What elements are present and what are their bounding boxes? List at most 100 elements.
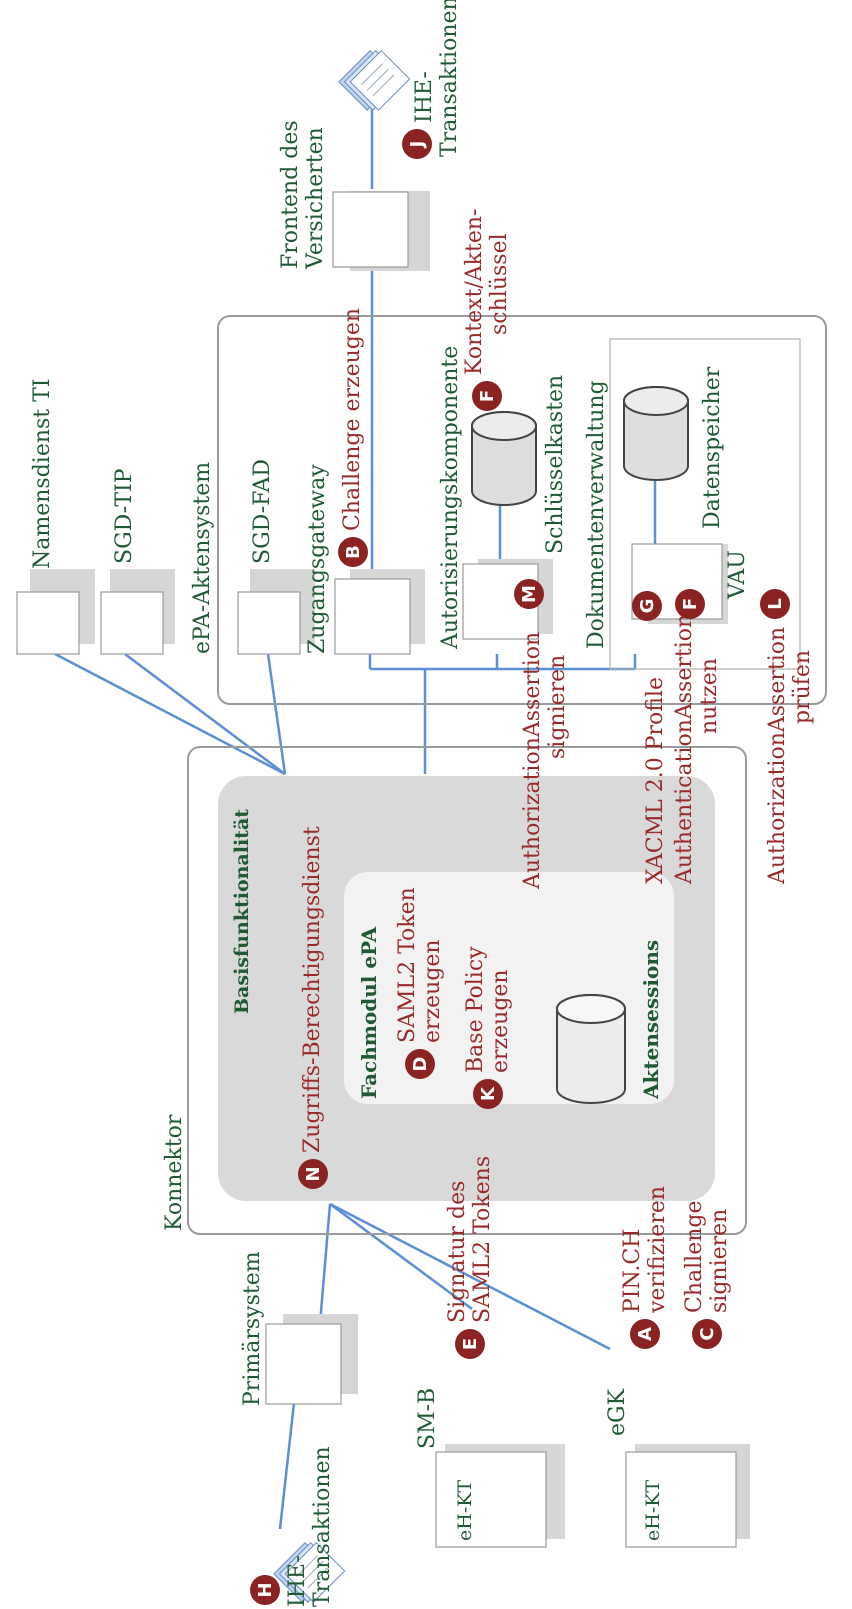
frontend-label: Frontend des Versicherten [278, 120, 329, 269]
smb-box [435, 1444, 565, 1548]
ihe-right-line1: IHE- [412, 71, 437, 123]
step-a-badge: A [630, 1319, 661, 1349]
line-primaer-to-konnektor [318, 1203, 332, 1325]
sgd-tip-box [100, 569, 175, 655]
konnektor-frame [187, 746, 747, 1235]
namensdienst-label: Namensdienst TI [30, 378, 55, 569]
autorisierung-label: Autorisierungskomponente [438, 345, 463, 649]
step-l-text: AuthorizationAssertion prüfen [765, 627, 816, 884]
step-c-line2: signieren [707, 1208, 733, 1313]
step-e-line2: SAML2 Tokens [470, 1155, 496, 1323]
epa-aktensystem-label: ePA-Aktensystem [190, 461, 215, 654]
zugangsgateway-box [334, 569, 425, 655]
primaersystem-label: Primärsystem [240, 1251, 265, 1406]
step-f2-text: AuthenticationAssertion nutzen [672, 614, 723, 884]
step-f1: F Kontext/Akten- schlüssel [462, 209, 513, 411]
step-m-badge: M [514, 579, 544, 609]
step-l-badge: L [760, 589, 790, 619]
line-konnektor-to-sgdtip [124, 653, 286, 775]
step-g: G [632, 591, 662, 621]
line-konnektor-to-namensdienst [54, 652, 286, 776]
step-n-badge: N [298, 1159, 328, 1189]
datenspeicher-database-icon [623, 386, 689, 481]
step-e-badge: E [455, 1329, 486, 1359]
datenspeicher-label: Datenspeicher [700, 366, 725, 529]
smb-label: SM-B [415, 1387, 440, 1449]
ihe-left-line2: Transaktionen [310, 1446, 336, 1607]
step-k: K Base Policy erzeugen [463, 946, 514, 1109]
zugangsgateway-label: Zugangsgateway [305, 464, 330, 654]
ihe-right-document-stack-icon [338, 50, 411, 111]
step-m-line2: signieren [545, 654, 571, 759]
ehkt-label-1: eH-KT [454, 1479, 476, 1541]
step-e-line1: Signatur des [445, 1180, 470, 1323]
step-l-line2: prüfen [790, 649, 816, 724]
namensdienst-box [16, 569, 95, 655]
step-f2: F [675, 589, 705, 619]
ehkt-label-2: eH-KT [642, 1479, 664, 1541]
step-g-text: XACML 2.0 Profile [643, 676, 668, 884]
sgd-fad-box [237, 569, 315, 655]
basisfunktionalitaet-label: Basisfunktionalität [231, 808, 253, 1014]
egk-label: eGK [605, 1388, 630, 1436]
step-f2-line2: nutzen [697, 658, 723, 734]
ihe-left-document-stack-icon [273, 1542, 346, 1603]
step-f1-badge: F [472, 381, 503, 411]
vau-label: VAU [725, 550, 750, 599]
step-b-badge: B [338, 537, 368, 567]
step-k-badge: K [473, 1079, 504, 1109]
step-a-line2: verifizieren [645, 1185, 671, 1313]
step-f2-badge: F [675, 589, 705, 619]
step-d-line2: erzeugen [420, 939, 446, 1043]
step-c: C Challenge signieren [682, 1201, 733, 1349]
step-d: D SAML2 Token erzeugen [395, 887, 446, 1079]
step-l-line1: AuthorizationAssertion [765, 626, 790, 884]
egk-box [625, 1444, 750, 1548]
step-f2-line1: AuthenticationAssertion [672, 613, 697, 884]
step-h-badge: H [250, 1575, 280, 1605]
step-m-text: AuthorizationAssertion signieren [520, 632, 571, 889]
step-e: E Signatur des SAML2 Tokens [445, 1156, 496, 1359]
frontend-line2: Versicherten [303, 127, 329, 269]
ihe-left-label: IHE- Transaktionen [285, 1446, 336, 1607]
step-k-line1: Base Policy [463, 946, 488, 1073]
step-m-line1: AuthorizationAssertion [520, 631, 545, 889]
step-k-line2: erzeugen [488, 969, 514, 1073]
ihe-left-line1: IHE- [285, 1555, 310, 1607]
epa-aktensystem-frame [217, 315, 827, 705]
step-c-line1: Challenge [682, 1200, 707, 1313]
ihe-right-label: IHE- Transaktionen [412, 0, 463, 157]
ihe-right-line2: Transaktionen [437, 0, 463, 157]
step-m: M [514, 579, 544, 609]
step-a-line1: PIN.CH [620, 1228, 645, 1313]
primaersystem-box [265, 1314, 358, 1405]
line-egk-to-konnektor [329, 1202, 611, 1351]
step-g-badge: G [632, 591, 662, 621]
fachmodul-label: Fachmodul ePA [357, 926, 381, 1099]
step-f1-line1: Kontext/Akten- [462, 208, 487, 375]
schluesselkasten-label: Schlüsselkasten [543, 374, 568, 554]
aktensessions-label: Aktensessions [639, 939, 663, 1099]
line-smb-to-konnektor [329, 1202, 473, 1311]
step-b: B Challenge erzeugen [338, 308, 368, 567]
frontend-box [332, 191, 430, 271]
step-n: N Zugriffs-Berechtigungsdienst [298, 826, 328, 1189]
step-a: A PIN.CH verifizieren [620, 1186, 671, 1349]
line-konnektor-to-sgdfad [266, 653, 287, 775]
sgd-fad-label: SGD-FAD [250, 458, 275, 564]
frontend-line1: Frontend des [278, 120, 303, 269]
step-c-badge: C [692, 1319, 723, 1349]
step-d-line1: SAML2 Token [395, 887, 420, 1043]
aktensessions-database-icon [556, 994, 626, 1104]
step-l: L [760, 589, 790, 619]
schluesselkasten-database-icon [471, 411, 537, 506]
konnektor-label: Konnektor [162, 1114, 187, 1231]
dokumentenverwaltung-label: Dokumentenverwaltung [584, 380, 609, 649]
sgd-tip-label: SGD-TIP [112, 468, 137, 564]
step-f1-line2: schlüssel [487, 233, 513, 335]
dokumentenverwaltung-frame [609, 338, 801, 670]
step-h: H [250, 1575, 280, 1605]
step-d-badge: D [405, 1049, 436, 1079]
